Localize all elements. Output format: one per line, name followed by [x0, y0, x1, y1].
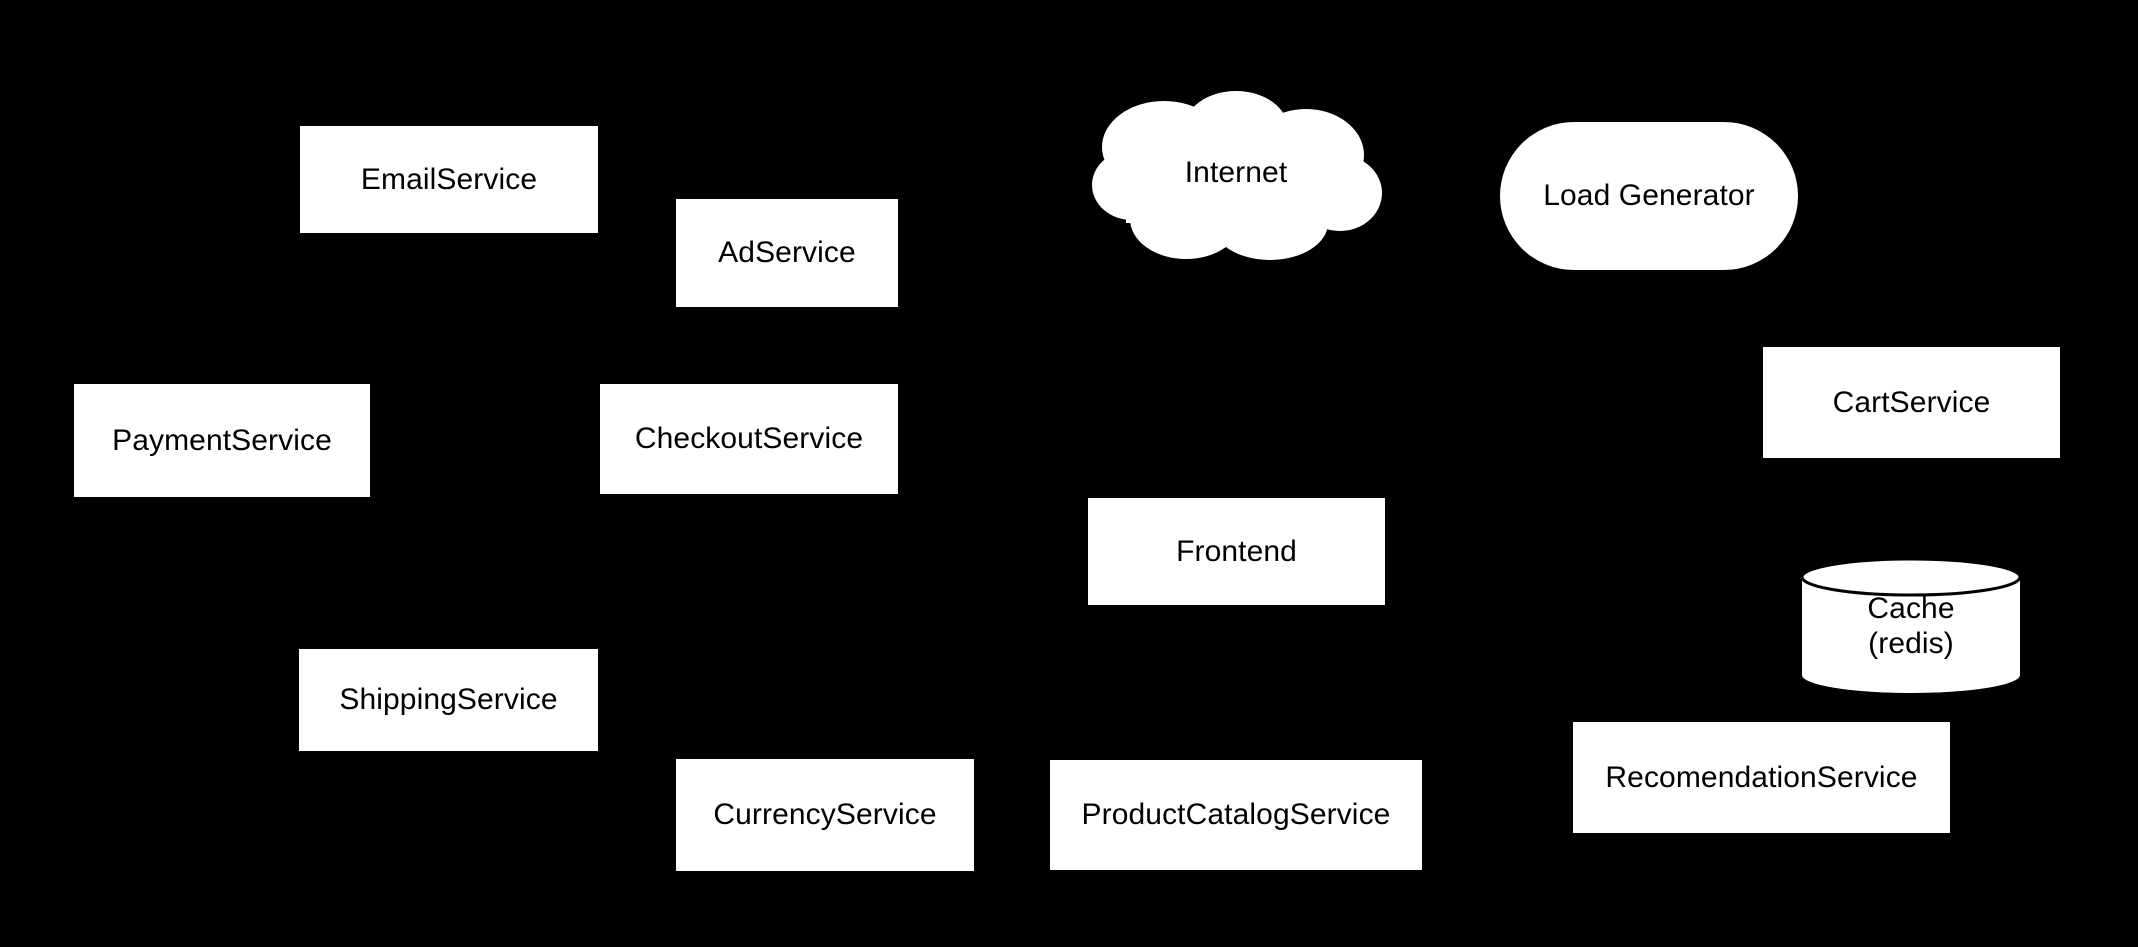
node-label-email-service: EmailService [360, 162, 538, 196]
node-shipping-service[interactable]: ShippingService [299, 649, 598, 751]
node-label-cache-redis: Cache (redis) [1861, 591, 1960, 662]
node-label-currency-service: CurrencyService [713, 798, 937, 832]
node-label-checkout-service: CheckoutService [634, 422, 864, 456]
node-label-shipping-service: ShippingService [339, 683, 558, 717]
node-frontend[interactable]: Frontend [1088, 498, 1385, 605]
node-load-generator[interactable]: Load Generator [1500, 122, 1798, 270]
node-label-frontend: Frontend [1176, 534, 1297, 568]
node-cache-redis[interactable]: Cache (redis) [1800, 557, 2022, 695]
node-ad-service[interactable]: AdService [676, 199, 898, 307]
node-label-internet: Internet [1184, 155, 1288, 189]
node-recomendation-service[interactable]: RecomendationService [1573, 722, 1950, 833]
node-label-load-generator: Load Generator [1543, 179, 1755, 213]
node-internet[interactable]: Internet [1090, 85, 1382, 260]
node-label-ad-service: AdService [718, 236, 856, 270]
node-cart-service[interactable]: CartService [1763, 347, 2060, 458]
node-currency-service[interactable]: CurrencyService [676, 759, 974, 871]
node-label-cart-service: CartService [1832, 385, 1991, 419]
node-payment-service[interactable]: PaymentService [74, 384, 370, 497]
cloud-icon [1092, 91, 1382, 260]
node-label-recomendation-service: RecomendationService [1605, 760, 1918, 794]
node-email-service[interactable]: EmailService [300, 126, 598, 233]
node-product-catalog-service[interactable]: ProductCatalogService [1050, 760, 1422, 870]
node-checkout-service[interactable]: CheckoutService [600, 384, 898, 494]
node-label-payment-service: PaymentService [112, 423, 332, 457]
node-label-cache-line1: Cache [1867, 591, 1955, 625]
node-label-cache-line2: (redis) [1868, 627, 1954, 660]
node-label-product-catalog-service: ProductCatalogService [1081, 798, 1391, 832]
database-cylinder-icon [1800, 557, 2022, 693]
